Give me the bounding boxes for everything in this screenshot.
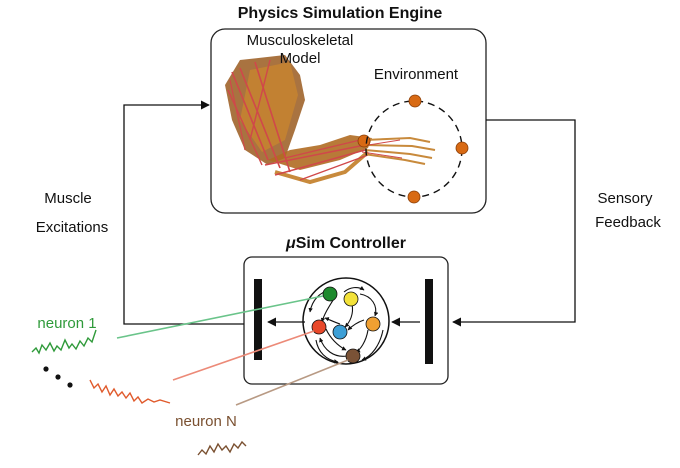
readout-line-red [172, 330, 315, 381]
neuron-node-orange [365, 316, 381, 332]
ellipsis-dot-1 [43, 366, 49, 372]
model-label-line2: Model [280, 50, 321, 67]
recurrent-network [302, 277, 390, 365]
engine-title: Physics Simulation Engine [238, 5, 443, 22]
input-bar [425, 279, 433, 364]
sensory-label-line1: Sensory [597, 190, 653, 207]
sensory-feedback-arrow [452, 119, 576, 327]
neuron-node-blue [332, 324, 348, 340]
neuron-first-trace [31, 329, 97, 355]
target-ball-bottom [407, 190, 421, 204]
muscle-excitation-arrow [123, 100, 244, 325]
neuron-node-red [311, 319, 327, 335]
musculoskeletal-arm-icon [225, 55, 436, 185]
target-circle [365, 100, 463, 198]
network-connections [308, 285, 384, 364]
readout-line-green [116, 295, 324, 339]
sensory-label-line2: Feedback [595, 214, 661, 231]
controller-box [243, 256, 449, 385]
environment-label: Environment [374, 66, 459, 83]
muscle-label-line1: Muscle [44, 190, 92, 207]
output-bar [254, 279, 262, 360]
neuron-first-label: neuron 1 [37, 315, 96, 332]
neuron-node-brown [345, 348, 361, 364]
model-label-line1: Musculoskeletal [247, 32, 354, 49]
ellipsis-dot-3 [67, 382, 73, 388]
physics-engine-box [210, 28, 487, 214]
neuron-node-green [322, 286, 338, 302]
target-ball-top [408, 94, 422, 108]
readout-line-brown [235, 359, 349, 406]
ellipsis-dot-2 [55, 374, 61, 380]
controller-title-text: Sim Controller [296, 235, 406, 252]
controller-title-mu: μ [285, 235, 296, 252]
neuron-last-label: neuron N [175, 413, 237, 430]
muscle-label-line2: Excitations [36, 219, 109, 236]
neuron-last-trace [197, 440, 247, 456]
target-ball-right [455, 141, 469, 155]
neuron-middle-trace [89, 379, 171, 404]
network-boundary [302, 277, 390, 365]
neuron-node-yellow [343, 291, 359, 307]
controller-title: μSim Controller [285, 235, 406, 252]
